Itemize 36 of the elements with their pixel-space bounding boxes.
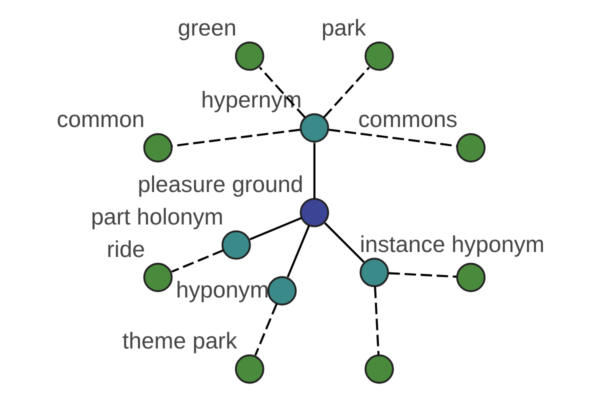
connector [328,128,457,148]
connector [312,142,315,199]
connector [171,128,300,148]
node-circle [359,258,388,288]
node-label: hyponym [175,276,268,303]
connector [322,66,370,118]
node-label: part holonym [90,203,223,230]
node-label: common [56,106,144,132]
node-circle [364,354,394,384]
node-circle [221,230,250,260]
connector [374,286,380,355]
connector [254,303,278,356]
node-circle [299,113,329,143]
node-label: hypernym [200,86,302,112]
node-circle [456,262,486,292]
connector [388,272,456,278]
connector [249,216,302,240]
node-label: instance hyponym [359,230,544,257]
node-label: commons [358,106,458,132]
node-circle [456,133,486,162]
connector [324,222,364,263]
connector [286,225,310,278]
node-label: ride [106,236,144,262]
node-circle [234,354,264,384]
node-circle [299,198,329,228]
node-label: pleasure ground [137,170,303,197]
node-label: park [320,14,366,41]
connector [258,66,306,118]
node-circle [266,276,296,306]
node-label: green [177,14,236,41]
node-circle [234,41,264,71]
node-circle [142,262,172,292]
node-circle [142,133,172,162]
node-circle [364,41,394,71]
node-label: theme park [122,327,237,354]
connector [170,249,224,273]
